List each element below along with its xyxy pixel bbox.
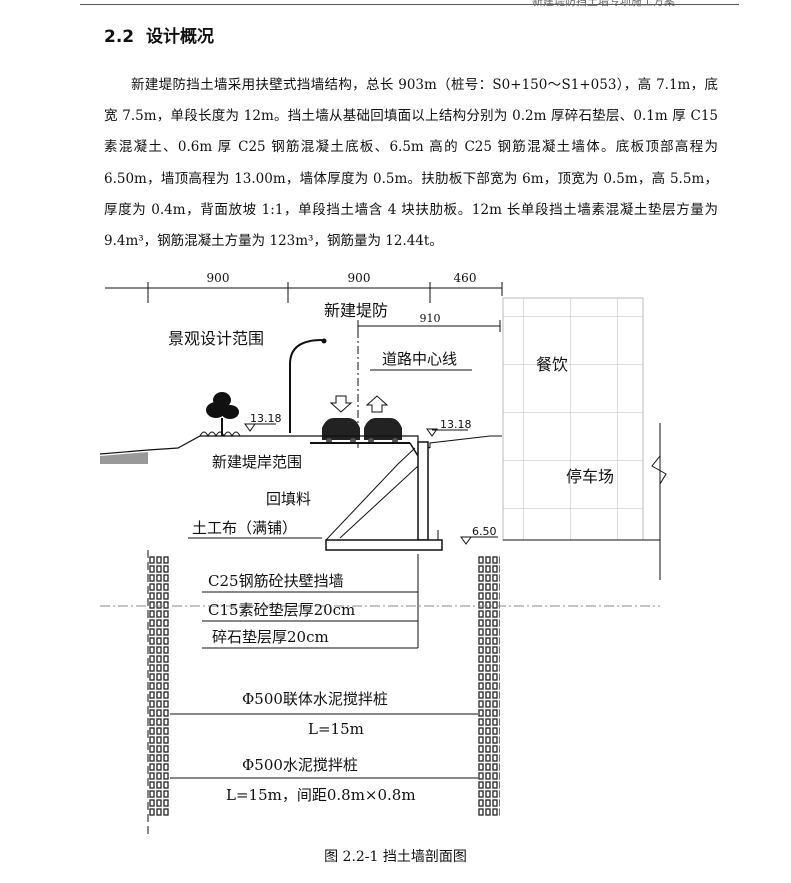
retaining-wall-section-figure: 900 900 460 餐饮 停车场 910 道路中心线 新建堤防 景观设计范围: [100, 271, 667, 834]
label-dining: 餐饮: [536, 355, 568, 374]
building-grid: 餐饮 停车场: [502, 297, 667, 580]
elevation-left: 13.18: [250, 412, 282, 425]
elevation-right: 13.18: [440, 418, 472, 431]
paragraph-text: 新建堤防挡土墙采用扶壁式挡墙结构，总长 903m（桩号：S0+150～S1+05…: [104, 77, 718, 250]
pile1-length: L=15m: [308, 720, 364, 738]
arrow-down-icon: [329, 395, 353, 413]
running-title: 新建堤防挡土墙专项施工方案: [532, 0, 675, 8]
label-geotextile: 土工布（满铺）: [192, 519, 297, 537]
label-landscape: 景观设计范围: [168, 329, 264, 348]
layer-labels: C25钢筋砼扶壁挡墙 C15素砼垫层厚20cm 碎石垫层厚20cm: [202, 554, 419, 649]
elevation-marks: 13.18 13.18 6.50: [244, 412, 498, 545]
car-icon-left: [322, 418, 360, 444]
label-new-dike: 新建堤防: [324, 301, 388, 320]
dim-900-right: 900: [348, 271, 371, 285]
dim-900-left: 900: [207, 271, 230, 285]
dim-460: 460: [454, 271, 477, 285]
body-paragraph: 新建堤防挡土墙采用扶壁式挡墙结构，总长 903m（桩号：S0+150～S1+05…: [104, 70, 718, 257]
arrow-up-icon: [365, 395, 389, 413]
top-dimension-line: 900 900 460: [105, 271, 503, 303]
pile2-length: L=15m，间距0.8m×0.8m: [226, 786, 416, 804]
pile-annotations: Φ500联体水泥搅拌桩 L=15m Φ500水泥搅拌桩 L=15m，间距0.8m…: [170, 690, 478, 804]
elevation-base: 6.50: [472, 525, 497, 538]
section-title: 设计概况: [145, 27, 214, 47]
label-dike-bank: 新建堤岸范围: [212, 453, 302, 471]
pile-columns: [100, 550, 660, 834]
tree-icon: [199, 392, 241, 438]
car-icon-right: [364, 418, 402, 444]
section-heading: 2.2 设计概况: [104, 22, 214, 47]
street-lamp-icon: [289, 338, 327, 433]
pile2-title: Φ500水泥搅拌桩: [242, 756, 358, 774]
layer-wall: C25钢筋砼扶壁挡墙: [208, 572, 344, 590]
road-centre-dimension: 910 道路中心线: [357, 312, 501, 448]
retaining-wall: [325, 441, 443, 551]
layer-gravel: 碎石垫层厚20cm: [212, 628, 329, 646]
figure-caption: 图 2.2-1 挡土墙剖面图: [324, 849, 467, 865]
section-number: 2.2: [104, 27, 135, 47]
label-road-centre: 道路中心线: [382, 350, 457, 368]
label-backfill: 回填料: [266, 490, 311, 508]
dim-910: 910: [420, 312, 441, 325]
pile1-title: Φ500联体水泥搅拌桩: [242, 690, 388, 708]
label-parking: 停车场: [566, 467, 614, 486]
layer-c15: C15素砼垫层厚20cm: [208, 601, 355, 619]
page-header-rule: 新建堤防挡土墙专项施工方案: [80, 0, 739, 8]
